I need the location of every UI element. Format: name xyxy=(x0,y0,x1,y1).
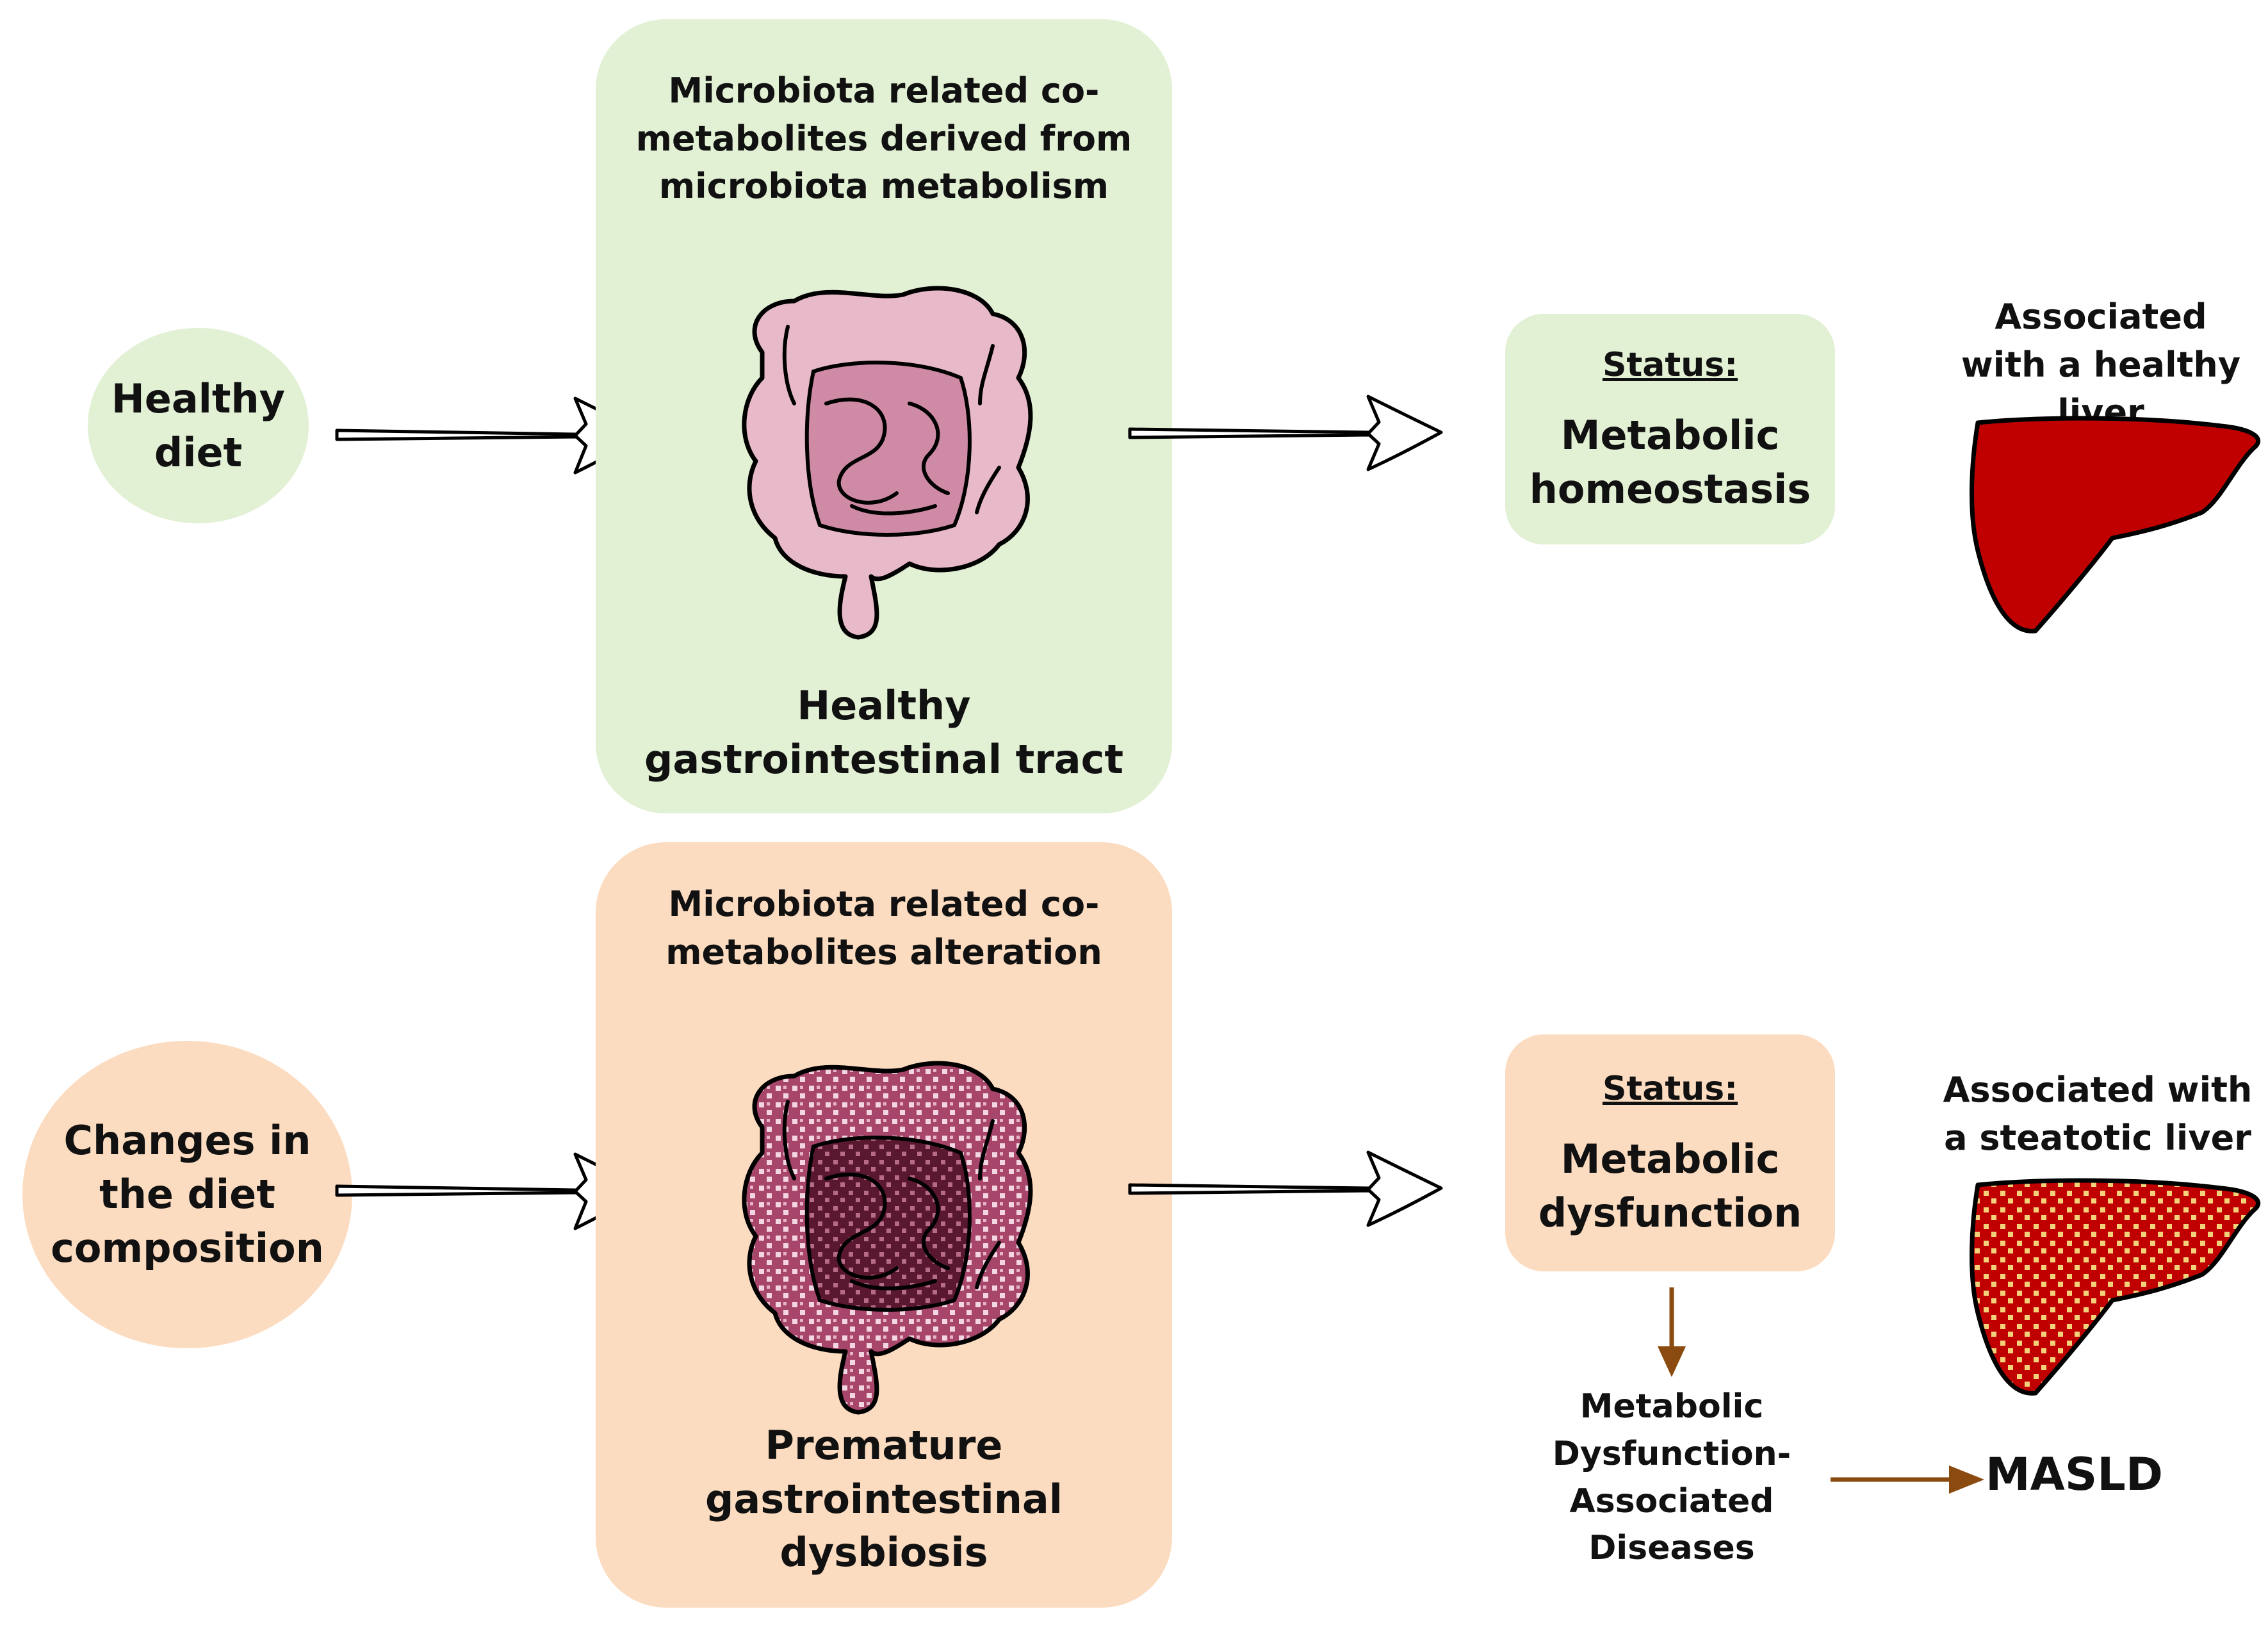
arrow-gut-to-status-bottom xyxy=(1128,1150,1443,1227)
healthy-liver-icon xyxy=(1970,416,2261,633)
dysbiosis-gut-box: Microbiota related co-metabolites altera… xyxy=(596,842,1172,1608)
diet-change-node: Changes in the diet composition xyxy=(22,1041,352,1348)
status-box-bottom: Status: Metabolic dysfunction xyxy=(1505,1034,1835,1271)
status-value-top: Metabolic homeostasis xyxy=(1529,412,1811,512)
dysbiosis-gut-footer: Premature gastrointestinal dysbiosis xyxy=(705,1422,1063,1576)
healthy-gut-header: Microbiota related co-metabolites derive… xyxy=(635,70,1132,207)
arrow-status-to-disease xyxy=(1658,1287,1686,1377)
healthy-intestine-icon xyxy=(742,286,1033,640)
dysbiosis-gut-header: Microbiota related co-metabolites altera… xyxy=(665,884,1102,972)
status-label-bottom: Status: xyxy=(1602,1070,1738,1109)
arrow-disease-to-masld xyxy=(1831,1465,1984,1494)
status-value-bottom: Metabolic dysfunction xyxy=(1538,1136,1802,1236)
steatotic-liver-caption: Associated with a steatotic liver xyxy=(1943,1070,2253,1158)
disease-label: Metabolic Dysfunction-Associated Disease… xyxy=(1552,1387,1791,1568)
healthy-diet-label: Healthy diet xyxy=(111,375,286,476)
diet-change-label: Changes in the diet composition xyxy=(51,1117,324,1271)
status-box-top: Status: Metabolic homeostasis xyxy=(1505,314,1835,544)
arrow-gut-to-status-top xyxy=(1128,395,1443,471)
masld-label: MASLD xyxy=(1986,1448,2163,1501)
healthy-gut-footer: Healthy gastrointestinal tract xyxy=(644,682,1124,783)
healthy-gut-box: Microbiota related co-metabolites derive… xyxy=(596,19,1172,813)
dysbiotic-intestine-icon xyxy=(742,1061,1033,1415)
healthy-diet-node: Healthy diet xyxy=(88,328,309,523)
steatotic-liver-icon xyxy=(1970,1178,2261,1396)
status-label-top: Status: xyxy=(1602,346,1738,385)
